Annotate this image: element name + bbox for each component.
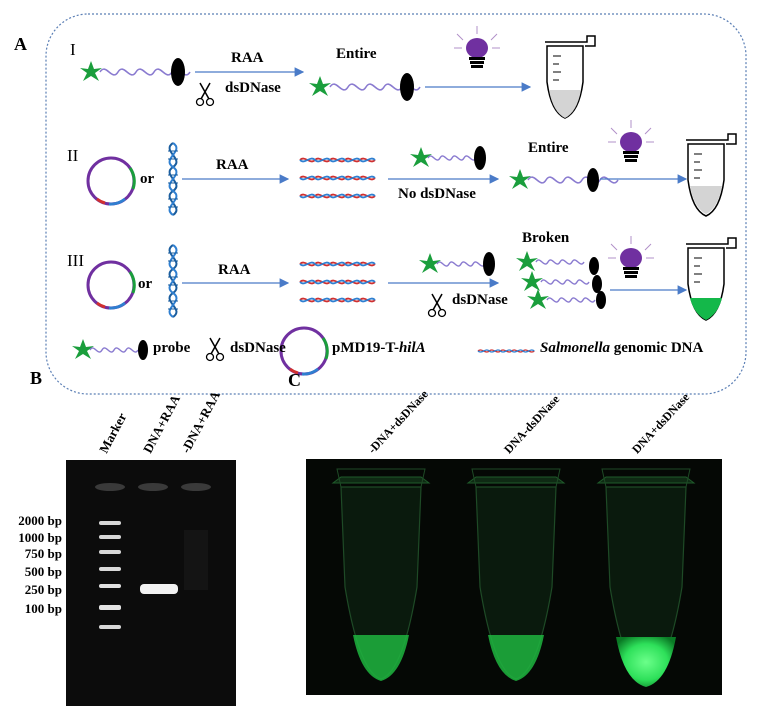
- panel-label-a: A: [14, 34, 27, 54]
- or-label: or: [140, 171, 155, 187]
- fluorescence-photo: [306, 459, 722, 695]
- result-label: Entire: [528, 140, 569, 156]
- row-numeral: I: [70, 40, 76, 59]
- legend-genome-label: Salmonella genomic DNA: [540, 340, 704, 356]
- ladder-size-label: 500 bp: [24, 564, 62, 579]
- ladder-band: [99, 605, 121, 610]
- product-band: [140, 584, 178, 594]
- ladder-size-label: 2000 bp: [18, 513, 62, 528]
- ladder-size-label: 250 bp: [24, 582, 62, 597]
- tube-liquid: [353, 635, 409, 681]
- ladder-size-label: 100 bp: [24, 601, 62, 616]
- result-label: Entire: [336, 46, 377, 62]
- ladder-band: [99, 521, 121, 525]
- gel-lane-label: Marker: [95, 410, 130, 456]
- ladder-size-label: 750 bp: [24, 546, 62, 561]
- gel-lane-label: DNA+RAA: [139, 392, 184, 456]
- ladder-band: [99, 535, 121, 539]
- ladder-band: [99, 567, 121, 571]
- panel-label-b: B: [30, 368, 43, 388]
- ladder-size-label: 1000 bp: [18, 530, 62, 545]
- step-label: RAA: [218, 262, 251, 278]
- gel-image: [66, 460, 236, 706]
- ladder-band: [99, 550, 121, 554]
- ladder-band: [99, 584, 121, 588]
- step-label: RAA: [231, 50, 264, 66]
- or-label: or: [138, 276, 153, 292]
- legend-dsdnase-label: dsDNase: [230, 340, 286, 356]
- legend-probe-label: probe: [153, 340, 191, 356]
- panel-label-c: C: [288, 370, 301, 390]
- step-label: RAA: [216, 157, 249, 173]
- enzyme-label: dsDNase: [225, 80, 281, 96]
- result-label: Broken: [522, 230, 570, 246]
- panel-a-border: [45, 13, 747, 395]
- legend-plasmid-label: pMD19-T-hilA: [332, 340, 426, 356]
- tube-liquid: [616, 637, 676, 687]
- enzyme-label: No dsDNase: [398, 186, 476, 202]
- row-numeral: II: [67, 146, 79, 165]
- tube-label: DNA+dsDNase: [629, 390, 693, 457]
- row-numeral: III: [67, 251, 84, 270]
- tube-liquid: [488, 635, 544, 681]
- tube-label: DNA-dsDNase: [501, 392, 563, 457]
- enzyme-label: dsDNase: [452, 292, 508, 308]
- schematic-panel-a: [45, 13, 747, 395]
- ladder-band: [99, 625, 121, 629]
